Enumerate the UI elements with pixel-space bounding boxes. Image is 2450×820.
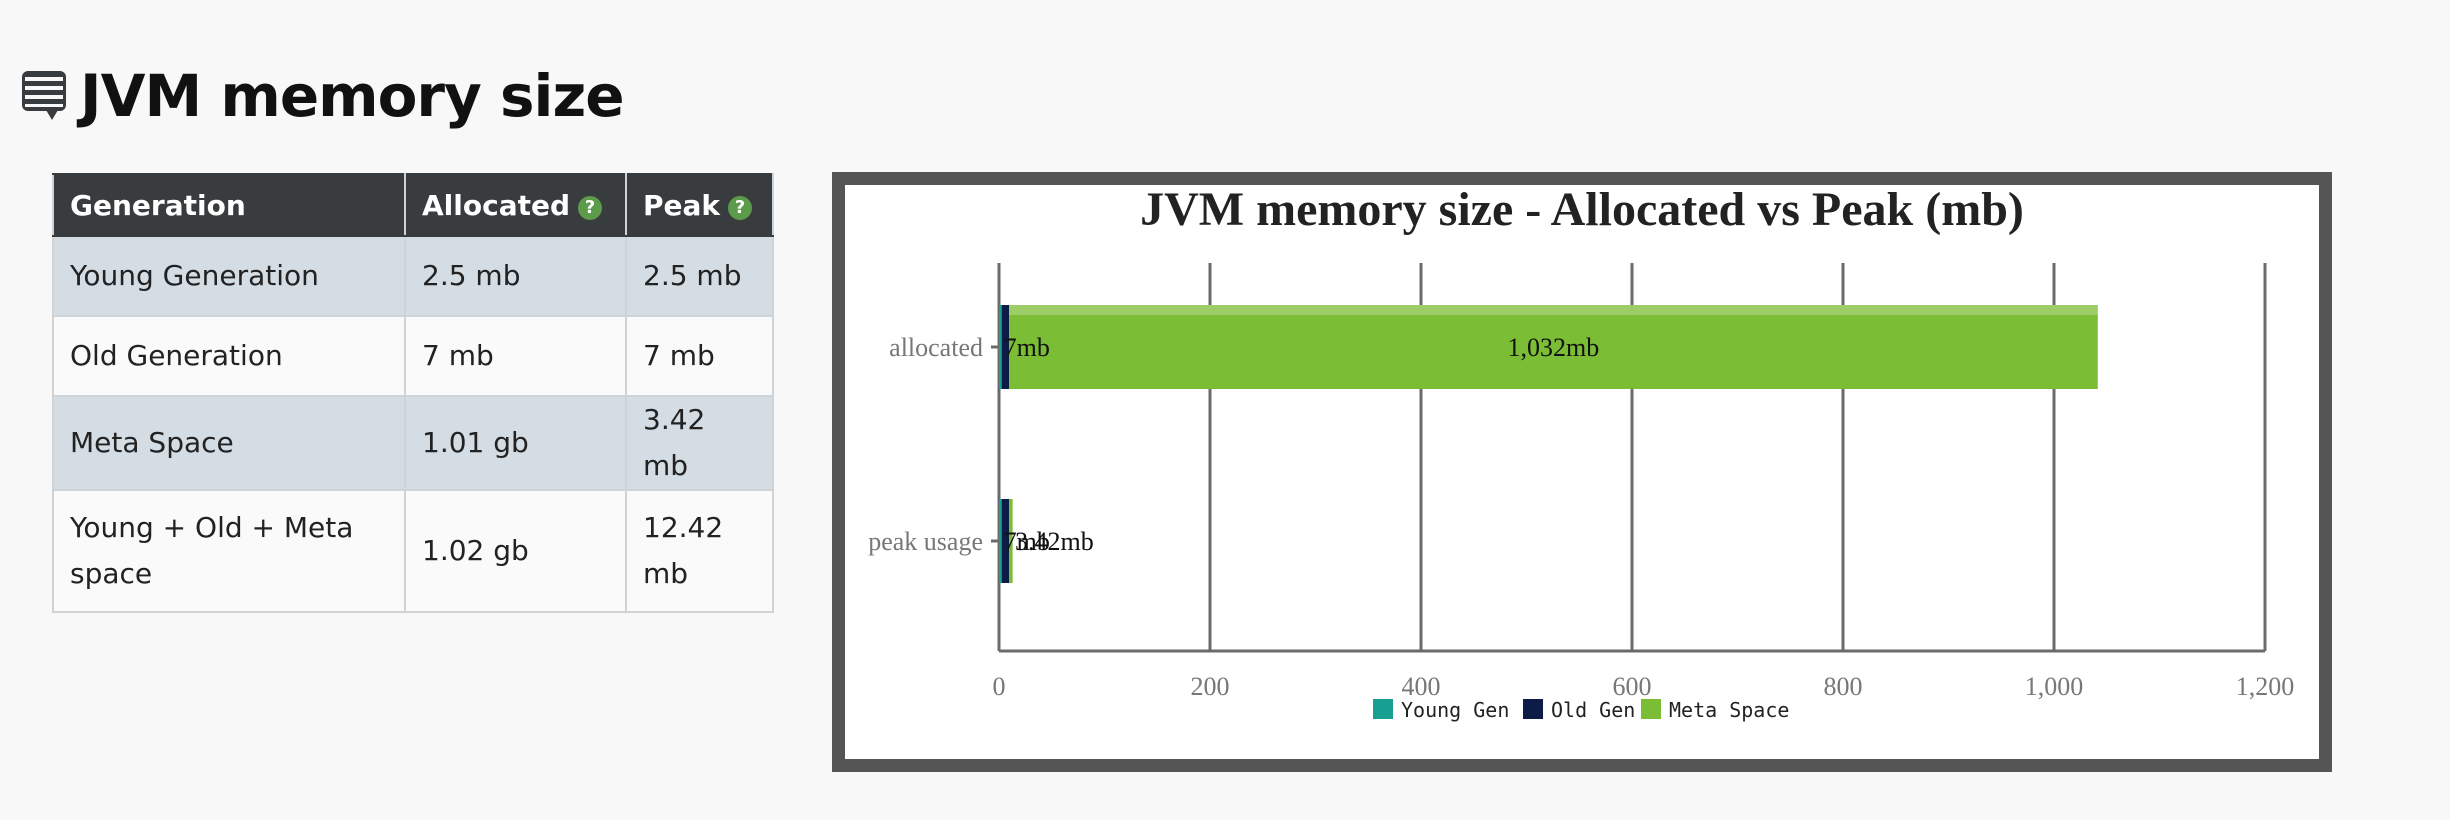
legend-label: Young Gen (1401, 698, 1509, 722)
table-cell: Old Generation (52, 315, 406, 397)
column-header-peak: Peak? (625, 173, 774, 237)
table-cell: 1.01 gb (404, 395, 627, 491)
data-label: 1,032mb (1508, 333, 1600, 362)
column-header-generation: Generation (52, 173, 406, 237)
x-tick-label: 0 (993, 672, 1006, 701)
chart-container: JVM memory size - Allocated vs Peak (mb)… (845, 183, 2319, 759)
legend-swatch (1523, 699, 1543, 719)
table-header-row: Generation Allocated? Peak? (52, 173, 774, 237)
x-tick-label: 1,200 (2236, 672, 2295, 701)
table-cell: Young Generation (52, 235, 406, 317)
bar-old-gen (1001, 499, 1010, 583)
table-cell: Young + Old + Meta space (52, 489, 406, 613)
y-category-label: peak usage (868, 527, 983, 556)
bar-young-gen (999, 499, 1002, 583)
table-cell: 2.5 mb (404, 235, 627, 317)
table-row: Young + Old + Meta space 1.02 gb 12.42 m… (52, 489, 774, 613)
table-cell: 1.02 gb (404, 489, 627, 613)
data-label: 3.42mb (1015, 527, 1094, 556)
chart-frame: JVM memory size - Allocated vs Peak (mb)… (832, 172, 2332, 772)
table-row: Old Generation 7 mb 7 mb (52, 315, 774, 397)
table-row: Meta Space 1.01 gb 3.42 mb (52, 395, 774, 491)
data-label: 7mb (1004, 333, 1050, 362)
column-header-allocated: Allocated? (404, 173, 627, 237)
page-heading: JVM memory size (22, 62, 625, 130)
bar-meta-space (1009, 305, 2098, 389)
bar-old-gen (1001, 305, 1010, 389)
chart-title: JVM memory size - Allocated vs Peak (mb) (1140, 185, 2024, 236)
help-icon[interactable]: ? (578, 195, 603, 220)
table-cell: Meta Space (52, 395, 406, 491)
legend-swatch (1373, 699, 1393, 719)
help-icon[interactable]: ? (728, 195, 753, 220)
comment-list-icon (22, 71, 66, 120)
x-tick-label: 600 (1613, 672, 1652, 701)
data-label: 7mb (1004, 527, 1050, 556)
bar-highlight (1009, 305, 2098, 315)
table-cell: 3.42 mb (625, 395, 774, 491)
memory-table: Generation Allocated? Peak? Young Genera… (52, 173, 774, 613)
table-cell: 7 mb (404, 315, 627, 397)
table-cell: 2.5 mb (625, 235, 774, 317)
table-cell: 12.42 mb (625, 489, 774, 613)
legend-label: Old Gen (1551, 698, 1635, 722)
x-tick-label: 400 (1402, 672, 1441, 701)
page-title: JVM memory size (80, 62, 625, 130)
legend-label: Meta Space (1669, 698, 1789, 722)
bar-young-gen (999, 305, 1002, 389)
x-tick-label: 800 (1824, 672, 1863, 701)
y-category-label: allocated (889, 333, 983, 362)
table-cell: 7 mb (625, 315, 774, 397)
table-row: Young Generation 2.5 mb 2.5 mb (52, 235, 774, 317)
memory-chart: JVM memory size - Allocated vs Peak (mb)… (868, 183, 2295, 722)
bar-meta-space (1009, 499, 1013, 583)
legend-swatch (1641, 699, 1661, 719)
x-tick-label: 200 (1191, 672, 1230, 701)
x-tick-label: 1,000 (2025, 672, 2084, 701)
